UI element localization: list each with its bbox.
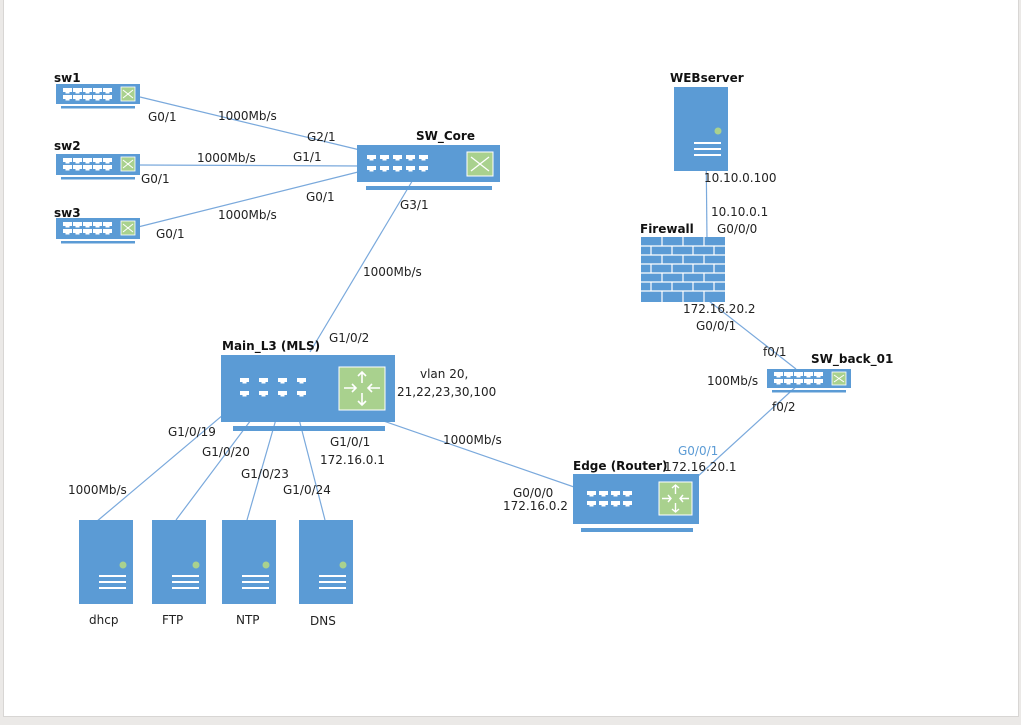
device-label: DNS	[310, 614, 336, 628]
multilayer-switch-icon	[221, 355, 395, 431]
link-core-l3[interactable]	[309, 167, 421, 353]
device-label: Main_L3 (MLS)	[222, 339, 320, 354]
port-label: G1/1	[293, 150, 322, 164]
device-dhcp[interactable]: dhcp	[79, 520, 133, 627]
port-label: G1/0/24	[283, 483, 331, 497]
router-icon	[573, 474, 699, 532]
device-label: WEBserver	[670, 71, 744, 85]
device-edge-router[interactable]: Edge (Router)	[573, 459, 699, 532]
speed-label: 1000Mb/s	[68, 483, 127, 497]
speed-label: 1000Mb/s	[443, 433, 502, 447]
device-sw-core[interactable]: SW_Core	[357, 129, 500, 190]
server-icon	[152, 520, 206, 604]
port-label: G1/0/2	[329, 331, 369, 345]
device-main-l3[interactable]: Main_L3 (MLS) vlan 20, 21,22,23,30,100	[221, 339, 496, 431]
device-dns[interactable]: DNS	[299, 520, 353, 628]
device-sw2[interactable]: sw2	[54, 139, 140, 180]
port-label: G0/1	[148, 110, 177, 124]
device-label: Edge (Router)	[573, 459, 667, 473]
device-label: sw2	[54, 139, 81, 153]
device-label: SW_Core	[416, 129, 475, 144]
link-sw2-core[interactable]	[137, 164, 363, 167]
server-icon	[299, 520, 353, 604]
switch-icon	[56, 154, 140, 180]
server-icon	[222, 520, 276, 604]
switch-icon	[357, 145, 500, 190]
switch-icon	[56, 218, 140, 244]
ip-label: 172.16.0.2	[503, 499, 568, 513]
port-label: G0/0/1	[678, 444, 718, 458]
port-label: f0/2	[772, 400, 796, 414]
device-sw-back-01[interactable]: SW_back_01	[767, 352, 893, 393]
vlan-note: vlan 20,	[420, 367, 468, 381]
link-sw3-core[interactable]	[137, 170, 363, 228]
port-label: G1/0/19	[168, 425, 216, 439]
vlan-note: 21,22,23,30,100	[397, 385, 496, 399]
device-firewall[interactable]: Firewall	[640, 222, 725, 302]
speed-label: 1000Mb/s	[218, 208, 277, 222]
device-ntp[interactable]: NTP	[222, 520, 276, 627]
port-label: G0/1	[306, 190, 335, 204]
switch-icon	[767, 369, 851, 393]
port-label: G0/1	[156, 227, 185, 241]
device-sw3[interactable]: sw3	[54, 206, 140, 244]
device-label: Firewall	[640, 222, 694, 236]
device-label: sw1	[54, 71, 81, 85]
ip-label: 172.16.0.1	[320, 453, 385, 467]
device-label: NTP	[236, 613, 260, 627]
port-label: G0/1	[141, 172, 170, 186]
device-webserver[interactable]: WEBserver	[670, 71, 744, 171]
link-swback-edge[interactable]	[684, 382, 801, 489]
port-label: G2/1	[307, 130, 336, 144]
link-labels: G0/1 1000Mb/s G2/1 1000Mb/s G1/1 G0/1 G0…	[68, 109, 796, 513]
ip-label: 172.16.20.2	[683, 302, 756, 316]
firewall-icon	[641, 237, 725, 302]
port-label: f0/1	[763, 345, 787, 359]
speed-label: 1000Mb/s	[363, 265, 422, 279]
port-label: G1/0/1	[330, 435, 370, 449]
device-label: FTP	[162, 613, 183, 627]
speed-label: 100Mb/s	[707, 374, 758, 388]
server-icon	[674, 87, 728, 171]
port-label: G3/1	[400, 198, 429, 212]
device-ftp[interactable]: FTP	[152, 520, 206, 627]
server-icon	[79, 520, 133, 604]
ip-label: 10.10.0.100	[704, 171, 777, 185]
switch-icon	[56, 84, 140, 109]
link-sw1-core[interactable]	[139, 96, 361, 151]
port-label: G0/0/0	[717, 222, 757, 236]
device-sw1[interactable]: sw1	[54, 71, 140, 109]
port-label: G0/0/0	[513, 486, 553, 500]
ip-label: 172.16.20.1	[664, 460, 737, 474]
device-label: SW_back_01	[811, 352, 893, 367]
port-label: G1/0/23	[241, 467, 289, 481]
device-label: dhcp	[89, 613, 118, 627]
port-label: G1/0/20	[202, 445, 250, 459]
speed-label: 1000Mb/s	[197, 151, 256, 165]
speed-label: 1000Mb/s	[218, 109, 277, 123]
device-label: sw3	[54, 206, 81, 220]
ip-label: 10.10.0.1	[711, 205, 768, 219]
port-label: G0/0/1	[696, 319, 736, 333]
